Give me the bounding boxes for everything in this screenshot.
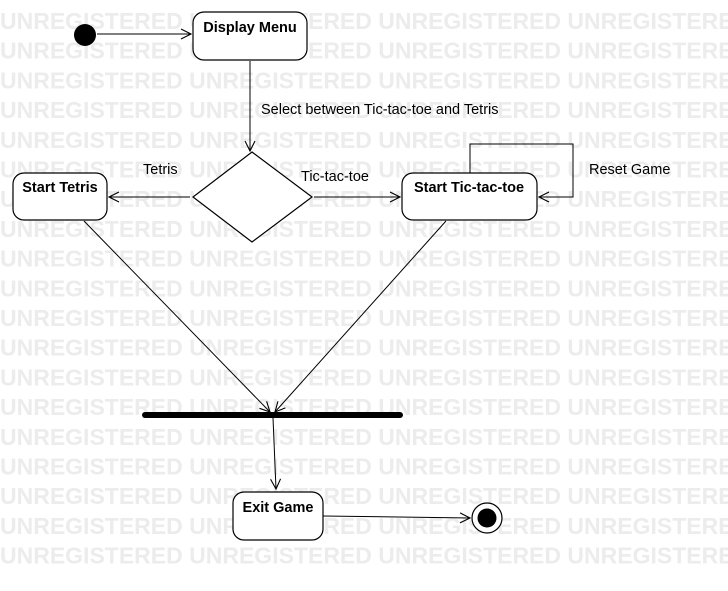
- edge-reset-loop: [469, 143, 574, 197]
- edge-tictactoe-to-join: [275, 220, 447, 412]
- watermark-line: UNREGISTERED UNREGISTERED UNREGISTERED U…: [0, 454, 728, 480]
- edge-exit-to-end: [322, 516, 470, 518]
- watermark-line: UNREGISTERED UNREGISTERED UNREGISTERED U…: [0, 186, 728, 212]
- action-display-menu: Display Menu: [192, 11, 308, 61]
- watermark-line: UNREGISTERED UNREGISTERED UNREGISTERED U…: [0, 305, 728, 331]
- action-start-tictactoe: Start Tic-tac-toe: [401, 172, 538, 221]
- watermark-line: UNREGISTERED UNREGISTERED UNREGISTERED U…: [0, 127, 728, 153]
- watermark-line: UNREGISTERED UNREGISTERED UNREGISTERED U…: [0, 483, 728, 509]
- edge-label-tetris: Tetris: [143, 162, 178, 178]
- decision-node: [192, 151, 313, 243]
- edge-label-reset: Reset Game: [589, 162, 670, 178]
- start-tetris-label: Start Tetris: [22, 180, 97, 196]
- watermark-line: UNREGISTERED UNREGISTERED UNREGISTERED U…: [0, 513, 728, 539]
- display-menu-label: Display Menu: [203, 20, 296, 36]
- watermark-line: UNREGISTERED UNREGISTERED UNREGISTERED U…: [0, 157, 728, 183]
- action-exit-game: Exit Game: [232, 491, 324, 541]
- watermark-line: UNREGISTERED UNREGISTERED UNREGISTERED U…: [0, 424, 728, 450]
- watermark-line: UNREGISTERED UNREGISTERED UNREGISTERED U…: [0, 246, 728, 272]
- watermark-line: UNREGISTERED UNREGISTERED UNREGISTERED U…: [0, 335, 728, 361]
- watermark-line: UNREGISTERED UNREGISTERED UNREGISTERED U…: [0, 275, 728, 301]
- action-start-tetris: Start Tetris: [12, 172, 108, 221]
- watermark-line: UNREGISTERED UNREGISTERED UNREGISTERED U…: [0, 364, 728, 390]
- edge-label-select: Select between Tic-tac-toe and Tetris: [261, 102, 499, 118]
- edge-tetris-to-join: [83, 220, 270, 412]
- watermark-line: UNREGISTERED UNREGISTERED UNREGISTERED U…: [0, 543, 728, 569]
- final-node: [471, 502, 503, 534]
- watermark-line: UNREGISTERED UNREGISTERED UNREGISTERED U…: [0, 8, 728, 34]
- edge-join-to-exit: [273, 417, 276, 489]
- watermark-line: UNREGISTERED UNREGISTERED UNREGISTERED U…: [0, 216, 728, 242]
- watermark: UNREGISTERED UNREGISTERED UNREGISTERED U…: [0, 8, 728, 569]
- watermark-line: UNREGISTERED UNREGISTERED UNREGISTERED U…: [0, 38, 728, 64]
- start-tictactoe-label: Start Tic-tac-toe: [414, 180, 524, 196]
- exit-game-label: Exit Game: [243, 500, 314, 516]
- edge-label-tictactoe: Tic-tac-toe: [301, 169, 369, 185]
- watermark-line: UNREGISTERED UNREGISTERED UNREGISTERED U…: [0, 97, 728, 123]
- watermark-line: UNREGISTERED UNREGISTERED UNREGISTERED U…: [0, 67, 728, 93]
- initial-node: [74, 24, 96, 46]
